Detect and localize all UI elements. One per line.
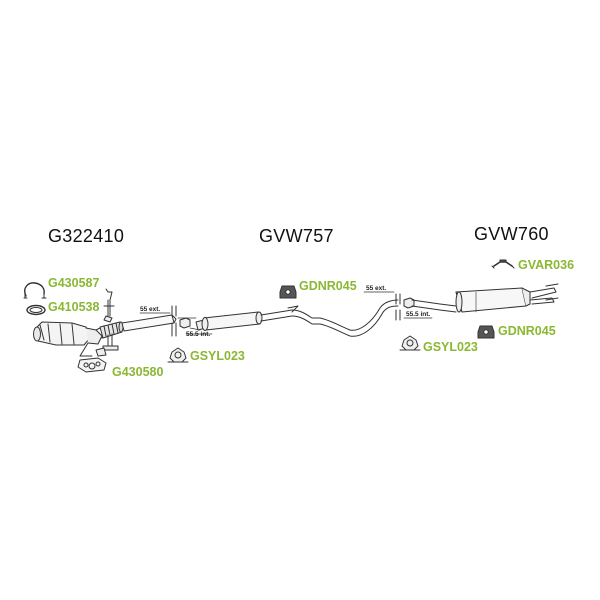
- part-code-ring[interactable]: G410538: [48, 300, 100, 314]
- rear-hanger-icon: [477, 325, 495, 339]
- left-mount-icon: [167, 347, 189, 363]
- downpipe-bracket: [79, 288, 119, 357]
- middle-hanger-icon: [279, 285, 297, 299]
- catalytic-converter: [33, 321, 109, 346]
- part-code-gasket[interactable]: G430580: [112, 365, 164, 379]
- middle-pipe: [195, 299, 399, 337]
- part-code-middle-hanger[interactable]: GDNR045: [299, 279, 357, 293]
- part-code-top-hanger[interactable]: GVAR036: [518, 258, 575, 272]
- dimension-right-ext: 55 ext.: [366, 285, 387, 292]
- dimension-left-int: 55.5 int.: [186, 331, 211, 338]
- right-mount-icon: [399, 335, 421, 351]
- dimension-left-ext: 55 ext.: [140, 306, 161, 313]
- part-code-clamp[interactable]: G430587: [48, 276, 100, 290]
- section-title-downpipe: G322410: [48, 226, 125, 246]
- right-joint: [363, 291, 433, 321]
- part-code-rear-hanger[interactable]: GDNR045: [498, 324, 556, 338]
- front-pipe: [121, 314, 177, 332]
- part-code-left-mount[interactable]: GSYL023: [190, 349, 245, 363]
- dimension-right-int: 55.5 int.: [406, 311, 431, 318]
- part-code-right-mount[interactable]: GSYL023: [423, 340, 478, 354]
- rear-silencer: [411, 283, 559, 313]
- clamp-icon: [23, 282, 47, 299]
- section-title-rear: GVW760: [474, 224, 549, 244]
- section-title-middle: GVW757: [259, 226, 334, 246]
- ring-icon: [26, 304, 46, 316]
- gasket-icon: [77, 357, 107, 373]
- left-joint: [139, 305, 213, 337]
- top-hanger-icon: [491, 259, 515, 269]
